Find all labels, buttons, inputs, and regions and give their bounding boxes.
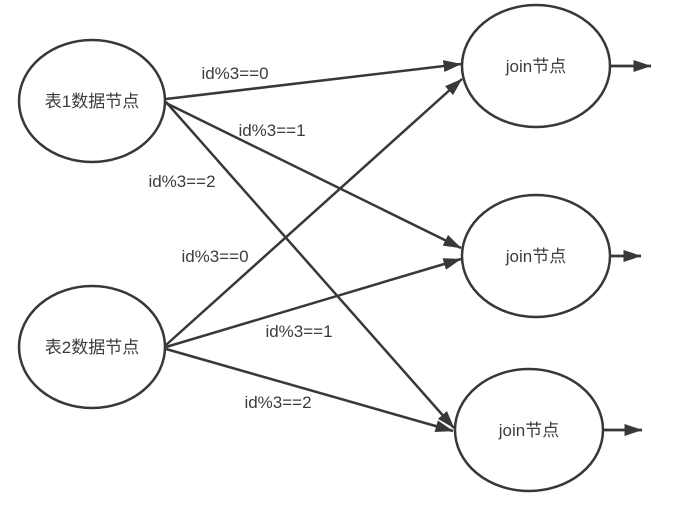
table1-node-shape — [17, 38, 167, 164]
edge-line-table2-join3 — [165, 347, 454, 433]
edge-line-table1-join2 — [165, 101, 462, 250]
edge-label-table2-join1: id%3==0 — [181, 247, 248, 266]
edge-table2-join3: id%3==2 — [165, 347, 454, 433]
join1-node: join节点 — [460, 3, 612, 129]
edge-line-table2-join1 — [165, 78, 463, 346]
join1-node-label: join节点 — [505, 57, 566, 76]
edge-table2-join1: id%3==0 — [165, 78, 463, 346]
table2-node: 表2数据节点 — [17, 284, 167, 410]
join3-node: join节点 — [453, 367, 605, 493]
edge-table1-join1: id%3==0 — [165, 60, 462, 101]
edge-label-table1-join1: id%3==0 — [201, 64, 268, 83]
join2-node-shape — [460, 193, 612, 319]
join2-node-label: join节点 — [505, 247, 566, 266]
join3-node-shape — [453, 367, 605, 493]
edge-label-table2-join3: id%3==2 — [244, 393, 311, 412]
table1-node: 表1数据节点 — [17, 38, 167, 164]
edge-label-table1-join3: id%3==2 — [148, 172, 215, 191]
join3-node-label: join节点 — [498, 421, 559, 440]
join1-node-shape — [460, 3, 612, 129]
edge-table1-join3: id%3==2 — [148, 101, 455, 429]
table1-node-label: 表1数据节点 — [45, 92, 139, 111]
table2-node-shape — [17, 284, 167, 410]
edge-line-table1-join3 — [165, 101, 455, 429]
join2-node: join节点 — [460, 193, 612, 319]
table2-node-label: 表2数据节点 — [45, 338, 139, 357]
edge-line-table2-join2 — [165, 257, 462, 349]
edge-table1-join2: id%3==1 — [165, 101, 462, 250]
edge-table2-join2: id%3==1 — [165, 257, 462, 349]
edge-line-table1-join1 — [165, 60, 462, 101]
edge-label-table1-join2: id%3==1 — [238, 121, 305, 140]
edge-label-table2-join2: id%3==1 — [265, 322, 332, 341]
